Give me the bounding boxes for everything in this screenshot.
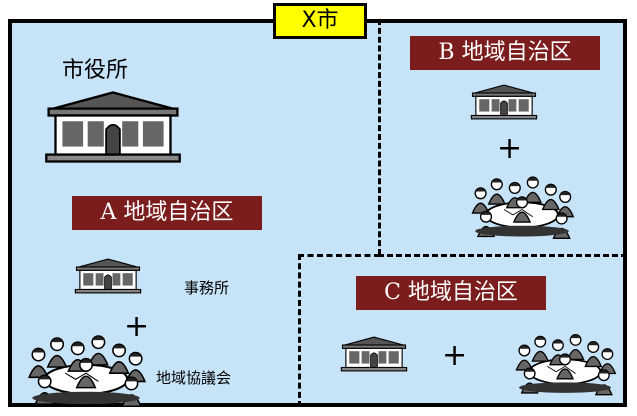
district-c-plus: + [442,338,468,373]
district-a-label: A 地域自治区 [72,196,262,230]
district-c-label: C 地域自治区 [356,276,546,310]
district-a-council-label: 地域協議会 [156,369,232,387]
city-hall-icon [45,91,181,163]
district-b-label: B 地域自治区 [410,36,600,70]
district-b-border-left [378,19,381,255]
district-b-plus: + [497,131,523,166]
district-a-office-icon [74,258,142,294]
district-b-council-icon [471,176,575,239]
district-b-border-bottom [378,254,627,257]
city-office-label: 市役所 [62,58,129,83]
district-a-office-label: 事務所 [184,279,230,297]
district-c-border-left [298,254,301,407]
district-c-border-top [298,254,380,257]
city-title: X市 [273,3,367,39]
district-a-council-icon [28,335,147,408]
district-c-office-icon [340,336,408,372]
district-b-office-icon [470,84,538,120]
district-a-plus: + [124,309,150,344]
district-c-council-icon [515,333,617,396]
